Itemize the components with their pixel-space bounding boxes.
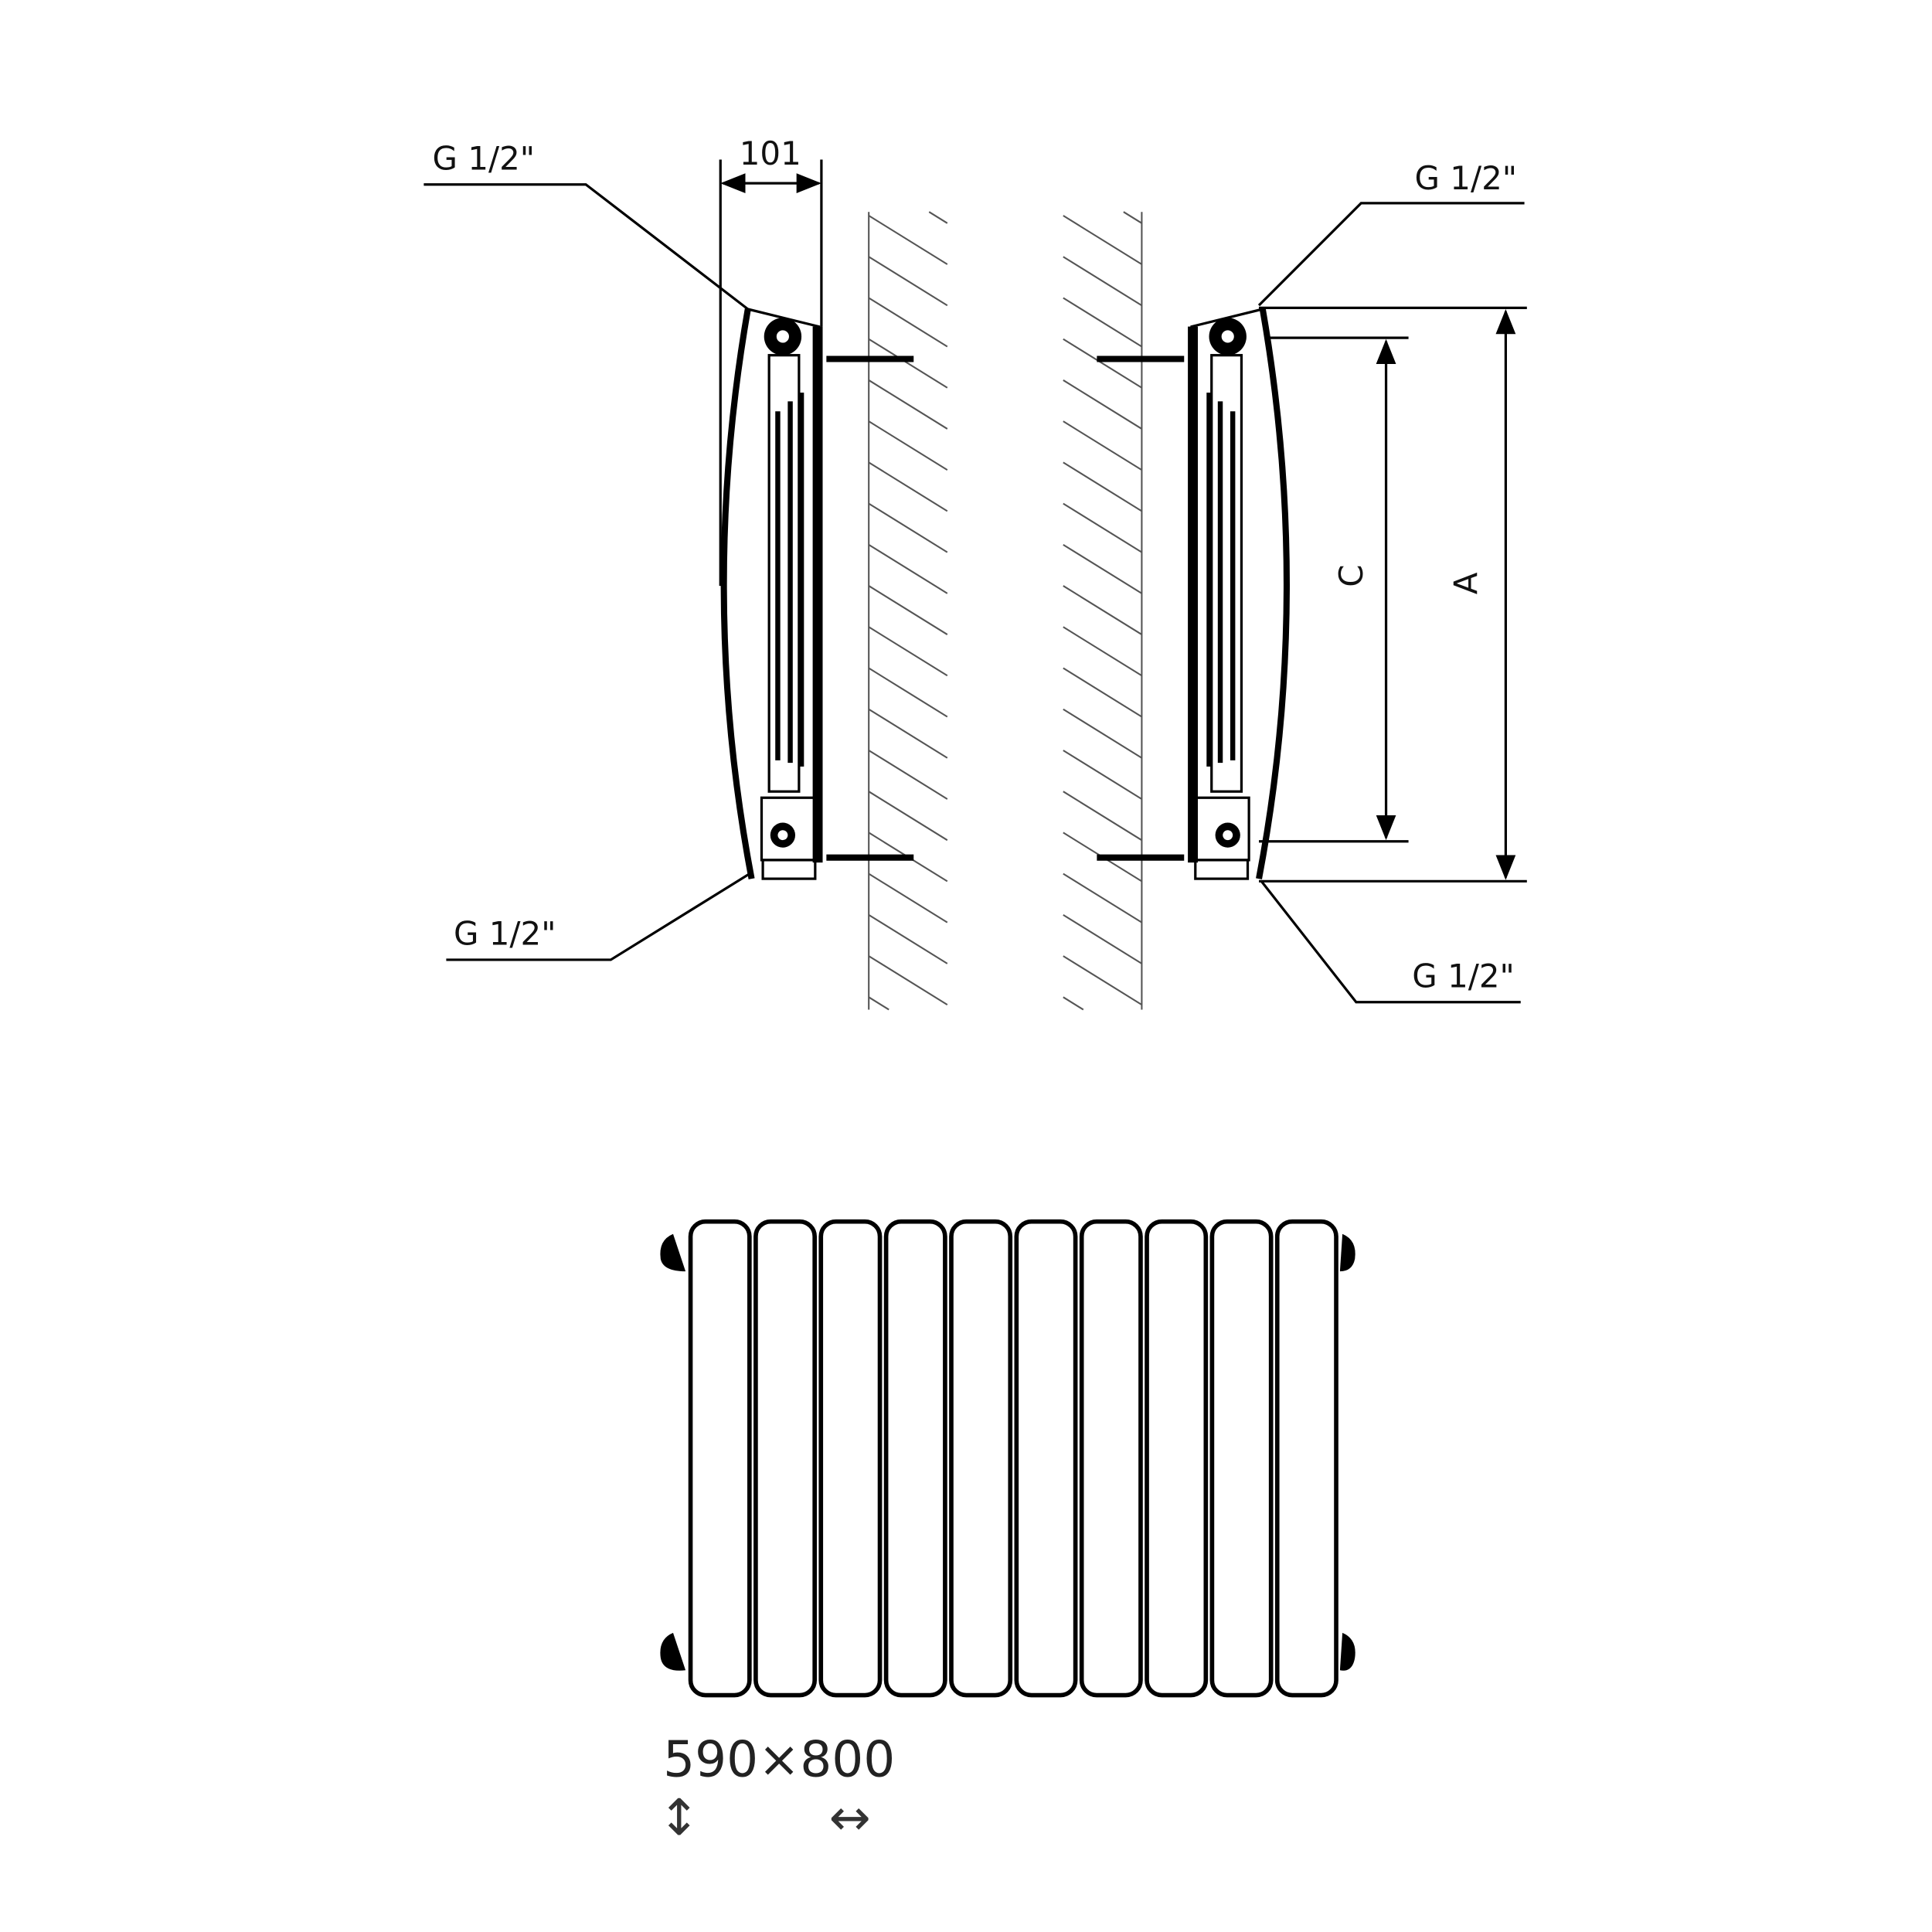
- leader-right-bottom: G 1/2": [1260, 880, 1521, 1004]
- wall-left: [868, 211, 948, 1011]
- dimension-a-label: A: [1447, 572, 1485, 594]
- radiator-section: [1079, 1219, 1143, 1698]
- hatch-line: [1063, 913, 1142, 964]
- hatch-line: [1063, 996, 1084, 1011]
- hatch-line: [928, 211, 948, 224]
- hatch-line: [868, 543, 948, 594]
- hatch-line: [1063, 338, 1142, 389]
- radiator-section: [688, 1219, 752, 1698]
- hatch-line: [1063, 750, 1142, 800]
- hatch-line: [868, 913, 948, 964]
- connection-label: G 1/2": [1414, 159, 1517, 197]
- depth-dimension: 101: [719, 134, 823, 587]
- dimension-c: C: [1259, 336, 1409, 843]
- left-side-radiator: [720, 308, 914, 880]
- radiator-section: [818, 1219, 883, 1698]
- hatch-line: [1063, 256, 1142, 307]
- hatch-line: [868, 791, 948, 842]
- hatch-line: [1063, 955, 1142, 1005]
- hatch-line: [868, 626, 948, 677]
- size-label: 590×800: [663, 1730, 895, 1788]
- radiator-section: [753, 1219, 818, 1698]
- leader-left-bottom: G 1/2": [446, 871, 753, 961]
- hatch-line: [1063, 708, 1142, 759]
- hatch-line: [868, 256, 948, 307]
- hatch-line: [1063, 543, 1142, 594]
- hatch-line: [868, 215, 948, 265]
- radiator-section: [1274, 1219, 1338, 1698]
- hatch-line: [868, 338, 948, 389]
- hatch-line: [1063, 626, 1142, 677]
- leader-left-top: G 1/2": [423, 139, 749, 311]
- hatch-line: [1063, 872, 1142, 923]
- hatch-line: [868, 585, 948, 635]
- hatch-line: [868, 502, 948, 553]
- hatch-line: [1063, 585, 1142, 635]
- radiator-section: [1014, 1219, 1078, 1698]
- hatch-line: [1123, 211, 1142, 224]
- hatch-line: [1063, 461, 1142, 512]
- wall-right: [1063, 211, 1143, 1011]
- hatch-line: [868, 872, 948, 923]
- depth-label: 101: [740, 134, 801, 172]
- hatch-line: [868, 667, 948, 718]
- hatch-line: [868, 996, 889, 1011]
- hatch-line: [868, 379, 948, 430]
- hatch-line: [1063, 420, 1142, 471]
- hatch-line: [868, 750, 948, 800]
- leader-right-top: G 1/2": [1257, 159, 1525, 307]
- hatch-line: [1063, 297, 1142, 348]
- connection-label: G 1/2": [1412, 957, 1515, 995]
- right-side-radiator: [1097, 308, 1290, 880]
- hatch-line: [868, 420, 948, 471]
- connection-label: G 1/2": [454, 915, 556, 953]
- hatch-line: [868, 955, 948, 1005]
- radiator-section: [1209, 1219, 1274, 1698]
- hatch-line: [868, 297, 948, 348]
- radiator-section: [883, 1219, 947, 1698]
- front-view-radiator: [660, 1219, 1355, 1698]
- dimension-a: A: [1259, 306, 1527, 883]
- dimension-c-label: C: [1332, 565, 1370, 587]
- hatch-line: [868, 461, 948, 512]
- hatch-line: [1063, 502, 1142, 553]
- hatch-line: [868, 708, 948, 759]
- hatch-line: [1063, 791, 1142, 842]
- hatch-line: [1063, 667, 1142, 718]
- hatch-line: [1063, 379, 1142, 430]
- connection-label: G 1/2": [433, 139, 536, 177]
- radiator-section: [1145, 1219, 1209, 1698]
- radiator-section: [949, 1219, 1013, 1698]
- width-arrow-icon: ↔: [829, 1789, 871, 1847]
- height-arrow-icon: ↕: [658, 1789, 700, 1847]
- hatch-line: [1063, 215, 1142, 265]
